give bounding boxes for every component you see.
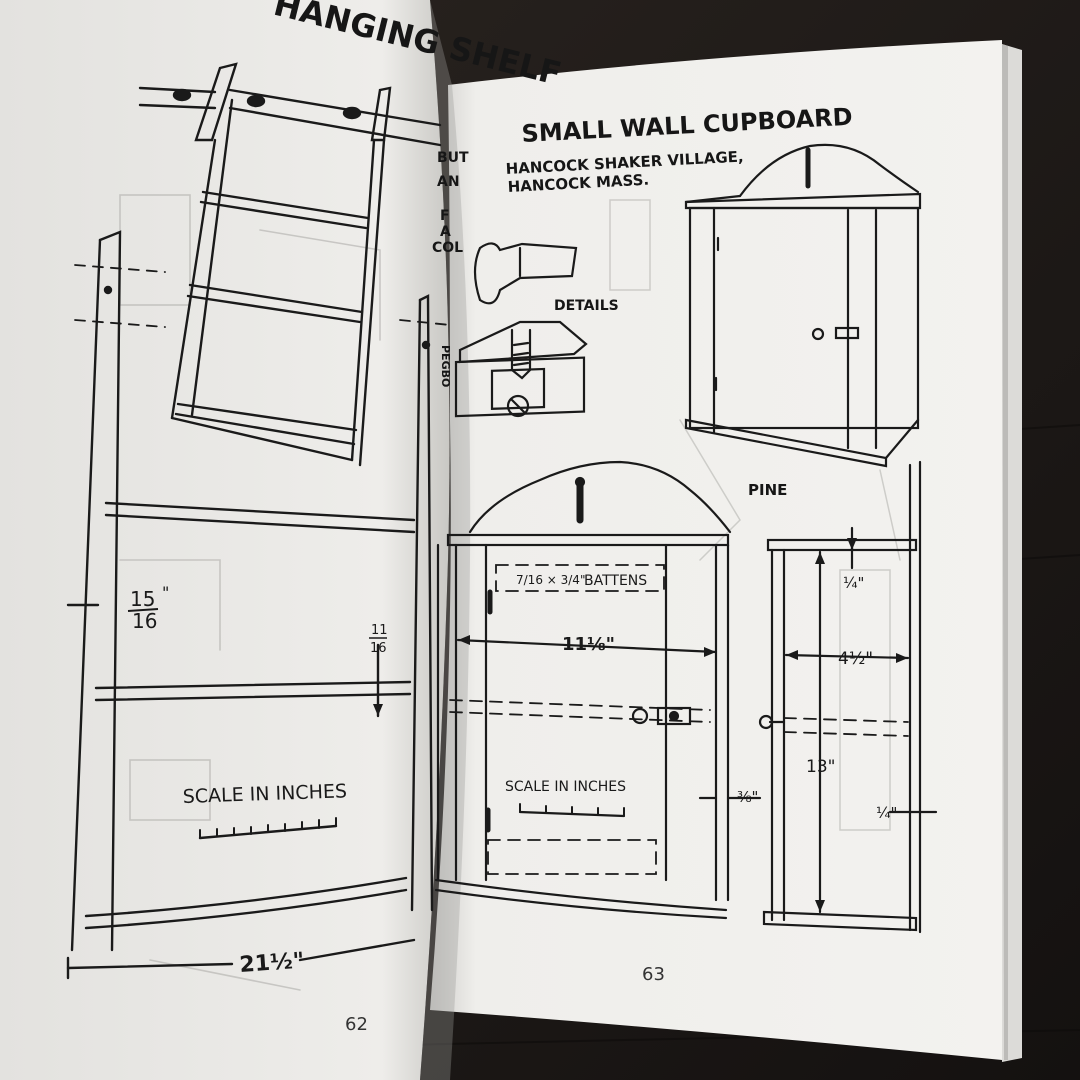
margin-fragment-5: COL [432, 240, 463, 256]
left-height-fraction-bar [127, 608, 159, 612]
gutter-shadow [420, 0, 471, 1080]
right-bleed-through [609, 199, 901, 831]
left-page-number: 62 [345, 1014, 368, 1035]
back-dimension: ¼" [876, 804, 897, 822]
battens-dimension: 7/16 × 3/4" [516, 573, 585, 587]
battens-label: BATTENS [584, 573, 647, 589]
depth-dimension: 4½" [838, 649, 873, 669]
left-height-numerator: 15 [130, 587, 155, 611]
left-height-inch-mark: " [162, 583, 169, 602]
details-label: DETAILS [554, 298, 619, 314]
left-height-denominator: 16 [132, 609, 157, 633]
left-width-dimension: 21½" [239, 949, 305, 978]
margin-fragment-1: BUT [437, 150, 469, 166]
right-page-number: 63 [642, 964, 665, 985]
height-dimension: 13" [806, 757, 835, 777]
margin-fragment-4: A [440, 224, 451, 240]
front-width-dimension: 11⅛" [562, 634, 615, 655]
margin-fragments: BUT AN F A COL PEGBO [432, 150, 469, 387]
right-scale-label: SCALE IN INCHES [505, 779, 626, 795]
left-shelf-denominator: 16 [370, 641, 387, 656]
margin-fragment-2: AN [437, 174, 460, 190]
top-dimension: ¼" [843, 574, 864, 592]
margin-fragment-6: PEGBO [439, 345, 452, 387]
wood-label: PINE [748, 481, 787, 499]
left-shelf-numerator: 11 [371, 623, 388, 638]
right-page-drawings [434, 143, 938, 934]
margin-fragment-3: F [440, 208, 450, 224]
page-edges-shadow [1002, 44, 1008, 1060]
side-dimension: ⅜" [737, 788, 758, 806]
left-page-content [66, 62, 451, 991]
